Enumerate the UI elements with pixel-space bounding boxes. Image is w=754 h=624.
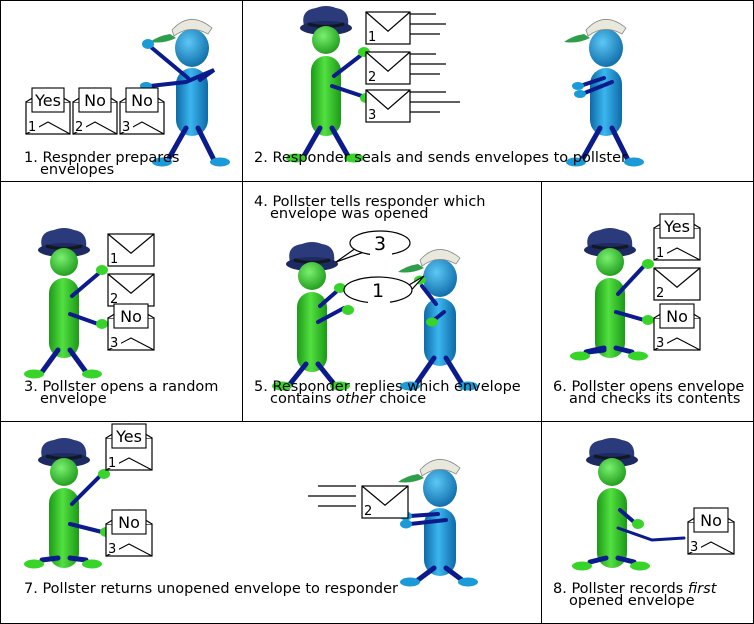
- pollster-figure: [286, 6, 372, 163]
- caption-panel-6: 6. Pollster opens envelope and checks it…: [553, 379, 745, 407]
- envelope-number: 2: [75, 120, 83, 135]
- panel-1-art: [140, 19, 230, 167]
- caption-line: 4. Pollster tells responder which: [254, 194, 486, 210]
- pollster-figure: [572, 438, 686, 571]
- caption-line: 2. Responder seals and sends envelopes t…: [254, 150, 627, 166]
- speech-bubbles-layer: 31: [335, 230, 425, 305]
- envelope-number: 2: [364, 504, 372, 519]
- responder-figure: [398, 459, 478, 587]
- panel-2-art: [286, 6, 644, 167]
- envelope-number: 3: [690, 540, 698, 555]
- pollster-figure: [570, 228, 654, 361]
- envelope-card-label: No: [120, 307, 142, 326]
- envelope-number: 2: [656, 286, 664, 301]
- envelope-number: 2: [368, 70, 376, 85]
- envelope-number: 1: [28, 120, 36, 135]
- caption-line: 3. Pollster opens a random: [24, 379, 219, 395]
- envelope-icon: 2: [107, 273, 155, 307]
- envelope-number: 1: [108, 456, 116, 471]
- envelope-icon: Yes 1: [105, 423, 153, 471]
- envelope-card-label: No: [131, 91, 153, 110]
- envelope-icon: No3: [653, 303, 701, 351]
- speech-bubble-icon: 3: [335, 230, 411, 263]
- envelope-card-label: Yes: [663, 217, 690, 236]
- envelope-number: 2: [110, 292, 118, 307]
- panel-4-5-art: [272, 242, 478, 391]
- envelope-icon: 1: [365, 11, 411, 45]
- envelope-number: 1: [656, 246, 664, 261]
- pollster-figure: [272, 242, 354, 391]
- caption-panel-2: 2. Responder seals and sends envelopes t…: [254, 150, 627, 166]
- caption-line: 8. Pollster records first: [553, 581, 717, 597]
- envelope-card-label: No: [700, 511, 722, 530]
- envelope-icon: Yes 1: [653, 213, 701, 261]
- envelope-number: 3: [656, 336, 664, 351]
- caption-line: 6. Pollster opens envelope: [553, 379, 745, 395]
- caption-line: opened envelope: [569, 593, 695, 609]
- speech-bubble-text: 3: [374, 233, 386, 255]
- envelope-card-label: Yes: [115, 427, 142, 446]
- envelope-icon: No2: [72, 87, 118, 135]
- caption-panel-7: 7. Pollster returns unopened envelope to…: [24, 581, 399, 597]
- caption-line: 7. Pollster returns unopened envelope to…: [24, 581, 399, 597]
- pollster-figure: [24, 438, 112, 569]
- speech-bubble-text: 1: [372, 280, 384, 302]
- caption-panel-4: 4. Pollster tells responder which envelo…: [254, 194, 486, 222]
- caption-panel-5: 5. Responder replies which envelope cont…: [254, 379, 521, 407]
- envelope-card-label: No: [118, 513, 140, 532]
- motion-lines: [308, 485, 356, 507]
- envelope-icon: 3: [365, 89, 411, 123]
- panel-6-art: [570, 228, 654, 361]
- envelope-icon: No3: [687, 507, 735, 555]
- envelope-card-label: Yes: [34, 91, 61, 110]
- envelope-card-label: No: [666, 307, 688, 326]
- pollster-figure: [24, 228, 108, 379]
- envelope-number: 3: [108, 542, 116, 557]
- responder-figure: [140, 19, 230, 167]
- envelope-number: 3: [122, 120, 130, 135]
- caption-line: contains other choice: [270, 391, 427, 407]
- panel-3-art: [24, 228, 108, 379]
- envelope-card-label: No: [84, 91, 106, 110]
- responder-figure: [564, 19, 644, 167]
- caption-line: 1. Respnder prepares: [24, 150, 180, 166]
- envelope-icon: 2: [361, 485, 409, 519]
- caption-line: envelope: [40, 391, 107, 407]
- caption-line: 5. Responder replies which envelope: [254, 379, 521, 395]
- envelope-icon: 1: [107, 233, 155, 267]
- envelope-icon: 2: [365, 51, 411, 85]
- caption-panel-8: 8. Pollster records first opened envelop…: [553, 581, 717, 609]
- caption-line: envelope was opened: [270, 206, 429, 222]
- envelope-icon: No3: [105, 509, 153, 557]
- envelope-number: 3: [368, 108, 376, 123]
- envelope-icon: No3: [107, 303, 155, 351]
- caption-line: and checks its contents: [569, 391, 741, 407]
- panel-7-art: [24, 438, 478, 587]
- speech-bubble-icon: 1: [343, 275, 425, 305]
- envelope-icon: 2: [653, 267, 701, 301]
- envelope-icon: Yes 1: [25, 87, 71, 135]
- envelope-number: 1: [368, 30, 376, 45]
- envelope-number: 1: [110, 252, 118, 267]
- envelope-icon: No3: [119, 87, 165, 135]
- responder-figure: [398, 249, 478, 391]
- panel-8-art: [572, 438, 686, 571]
- caption-line: envelopes: [40, 162, 115, 178]
- envelope-number: 3: [110, 336, 118, 351]
- caption-panel-3: 3. Pollster opens a random envelope: [24, 379, 219, 407]
- caption-panel-1: 1. Respnder prepares envelopes: [24, 150, 180, 178]
